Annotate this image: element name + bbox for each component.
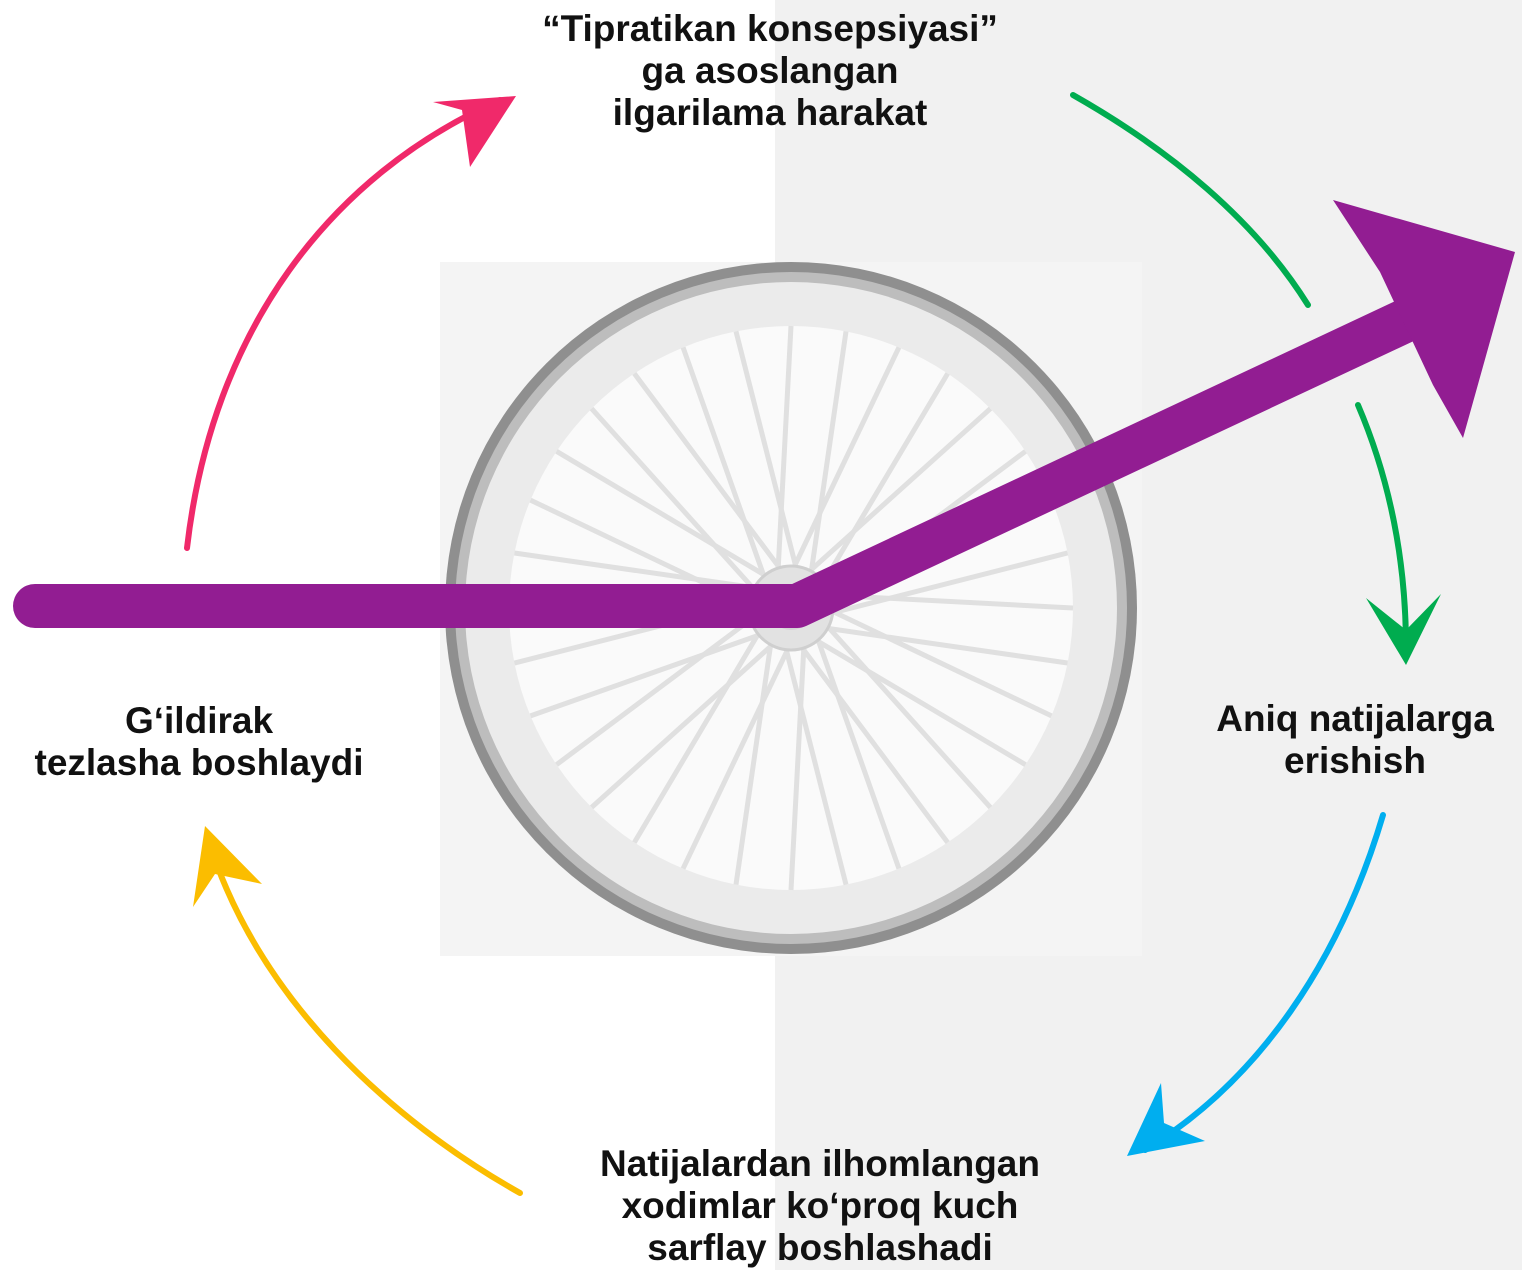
wheel-spoke <box>775 325 794 573</box>
growth-arrow-shaft <box>13 273 1482 628</box>
wheel-spoke <box>823 625 1068 666</box>
wheel-spoke <box>589 640 777 810</box>
wheel-spoke <box>827 607 1053 719</box>
cycle-arrow-bottom-left <box>207 842 523 1196</box>
label-wheel-accelerates: G‘ildirak tezlasha boshlaydi <box>34 700 364 783</box>
wheel-spoke <box>826 592 1074 611</box>
label-forward-movement: “Tipratikan konsepsiyasi” ga asoslangan … <box>542 8 998 133</box>
cycle-arrow-top-right <box>1070 92 1311 308</box>
arrowhead-bottom-left <box>193 826 262 907</box>
growth-arrow-icon <box>13 200 1515 628</box>
wheel-spoke <box>632 629 763 844</box>
arrowhead-bottom-right <box>1127 1083 1205 1156</box>
wheel-spoke <box>680 644 792 870</box>
arrowhead-top-left <box>433 96 516 167</box>
wheel-spoke <box>555 614 756 767</box>
wheel-spoke <box>797 643 950 844</box>
wheel-spoke <box>790 346 902 572</box>
wheel-spoke <box>555 449 770 580</box>
label-achieve-results: Aniq natijalarga erishish <box>1216 698 1494 781</box>
wheel-spoke <box>529 631 764 719</box>
wheel-spoke <box>514 550 759 591</box>
wheel-spoke <box>827 550 1069 617</box>
wheel-spoke <box>823 622 993 810</box>
arrowhead-right <box>1366 594 1441 665</box>
cycle-arrow-right <box>1355 402 1409 651</box>
wheel-spoke <box>632 372 785 573</box>
wheel-spoke <box>814 635 902 870</box>
wheel-spoke <box>805 406 993 576</box>
wheel-spoke <box>733 330 800 572</box>
wheel-spoke <box>733 640 774 885</box>
growth-arrowhead <box>1333 200 1515 438</box>
wheel-spoke <box>788 643 807 891</box>
label-inspired-employees: Natijalardan ilhomlangan xodimlar ko‘pro… <box>600 1143 1040 1268</box>
wheel-spoke <box>680 346 768 581</box>
cycle-arrow-bottom-right <box>1142 812 1386 1153</box>
wheel-spoke <box>808 331 849 576</box>
wheel-spoke <box>782 644 849 886</box>
cycle-arrow-top-left <box>184 97 503 551</box>
wheel-spoke <box>812 636 1027 767</box>
wheel-spoke <box>819 372 950 587</box>
wheel-spoke <box>589 406 759 594</box>
